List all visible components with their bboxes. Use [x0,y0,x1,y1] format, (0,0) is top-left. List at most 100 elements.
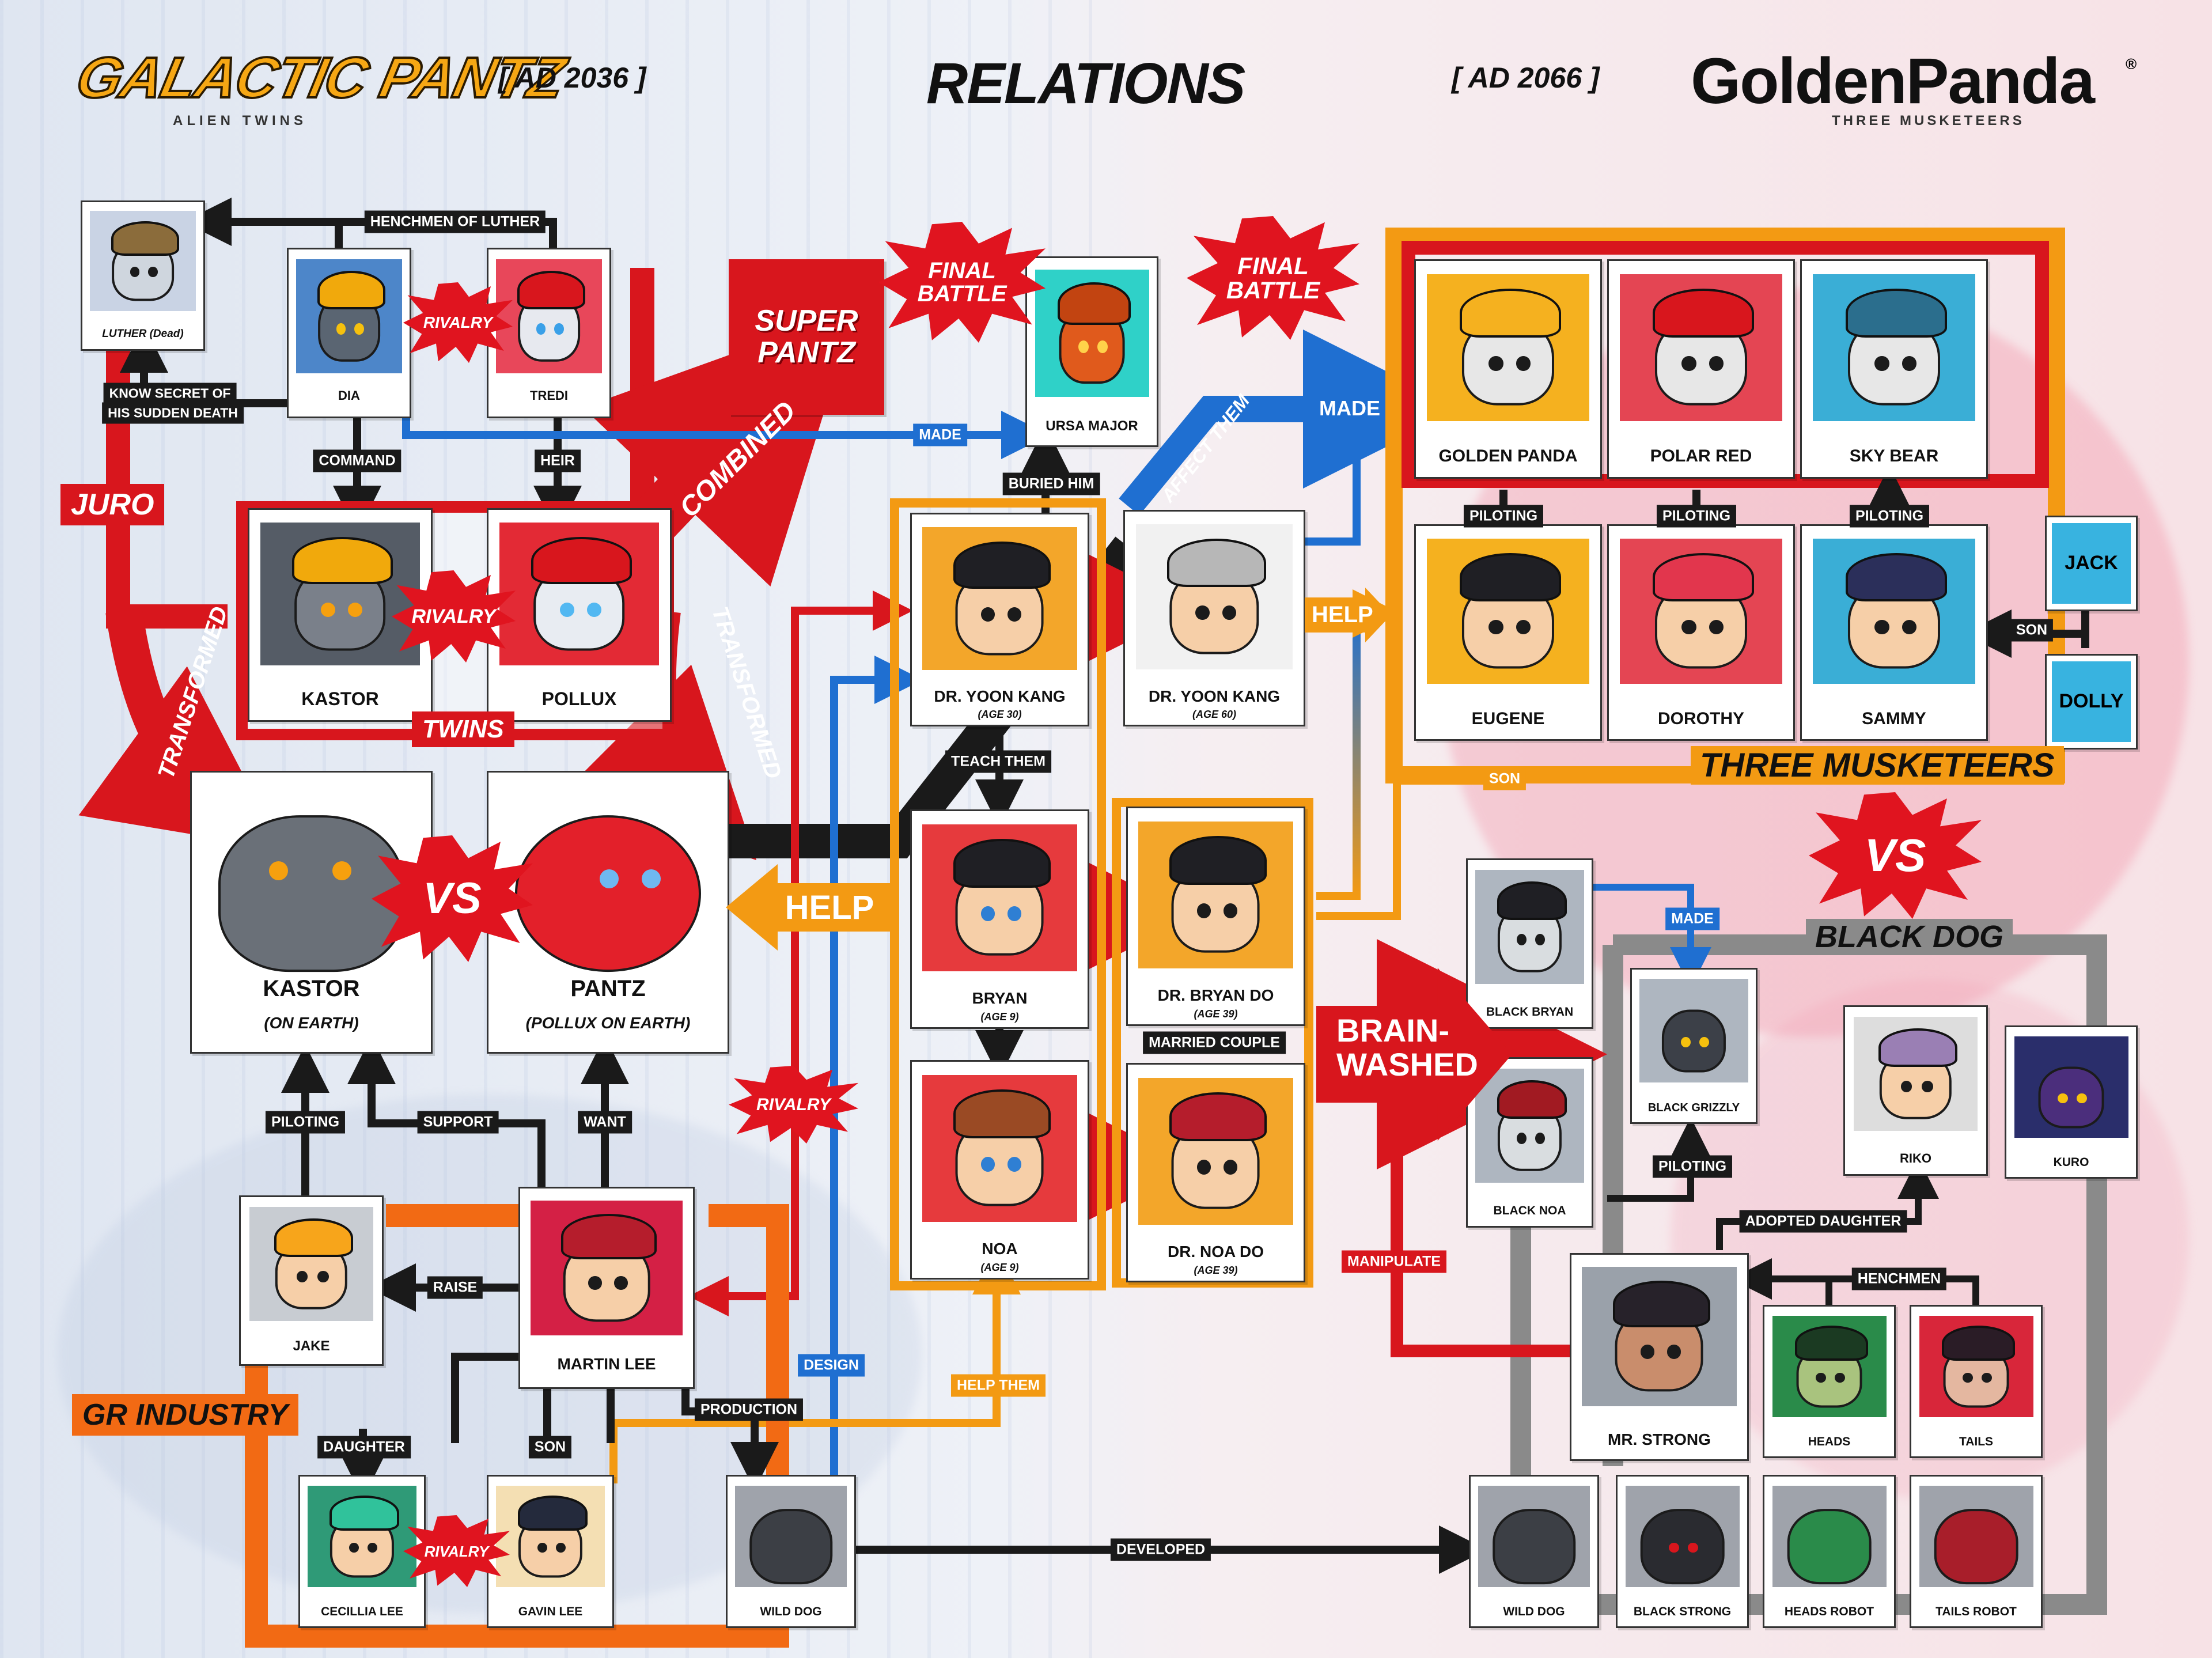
bryan-do-portrait [1138,821,1293,968]
character-card-luther[interactable]: LUTHER (Dead) [81,200,205,351]
dorothy-portrait [1620,539,1782,684]
relation-label: COMMAND [313,449,402,472]
character-card-pollux[interactable]: POLLUX [487,508,672,722]
three-musketeers-tag: THREE MUSKETEERS [1691,746,2064,785]
character-name: BLACK GRIZZLY [1647,1101,1740,1114]
character-name: JAKE [293,1338,330,1354]
relation-label: TEACH THEM [945,750,1051,773]
character-card-bryan[interactable]: BRYAN (AGE 9) [910,809,1089,1029]
yoon-kang-60-portrait [1135,524,1293,669]
character-card-gavin-lee[interactable]: GAVIN LEE [487,1475,614,1628]
character-card-martin-lee[interactable]: MARTIN LEE [518,1187,695,1389]
character-card-dorothy[interactable]: DOROTHY [1607,524,1795,741]
character-card-sky-bear[interactable]: SKY BEAR [1800,259,1988,479]
character-name: KURO [2053,1156,2089,1169]
character-name: HEADS ROBOT [1784,1605,1874,1618]
character-card-riko[interactable]: RIKO [1843,1005,1988,1176]
bryan-portrait [922,824,1077,971]
character-card-sammy[interactable]: SAMMY [1800,524,1988,741]
polar-red-portrait [1620,274,1782,421]
character-card-mr-strong[interactable]: MR. STRONG [1570,1253,1749,1461]
galactic-pantz-subtitle: ALIEN TWINS [173,113,307,128]
character-card-tails-robot[interactable]: TAILS ROBOT [1910,1475,2043,1628]
character-card-eugene[interactable]: EUGENE [1414,524,1602,741]
wild-dog-portrait [735,1485,847,1588]
character-card-kastor-earth[interactable]: KASTOR (ON EARTH) [190,771,433,1054]
character-card-noa[interactable]: NOA (AGE 9) [910,1060,1089,1280]
relation-label: DAUGHTER [317,1436,411,1459]
relation-label: SON [528,1436,572,1459]
character-name: DOLLY [2052,661,2131,743]
character-card-pantz[interactable]: PANTZ (POLLUX ON EARTH) [487,771,729,1054]
relation-label: HEIR [535,449,581,472]
character-name: DR. YOON KANG [934,687,1066,706]
character-age: (AGE 39) [1194,1008,1238,1020]
character-card-ursa-major[interactable]: URSA MAJOR [1025,256,1158,447]
relation-label: SON [2010,619,2054,642]
character-name: DIA [338,388,360,403]
character-name: JACK [2052,523,2131,604]
character-card-jake[interactable]: JAKE [239,1195,384,1366]
character-card-heads[interactable]: HEADS [1763,1305,1896,1458]
character-name: NOA [982,1240,1018,1258]
character-card-dolly[interactable]: DOLLY [2045,654,2138,749]
noa-do-portrait [1138,1077,1293,1225]
character-card-tails[interactable]: TAILS [1910,1305,2043,1458]
character-card-heads-robot[interactable]: HEADS ROBOT [1763,1475,1896,1628]
character-card-kuro[interactable]: KURO [2005,1025,2138,1179]
character-card-polar-red[interactable]: POLAR RED [1607,259,1795,479]
tails-portrait [1919,1315,2033,1418]
left-year: [ AD 2036 ] [498,62,646,94]
character-name: SKY BEAR [1849,446,1939,466]
noa-portrait [922,1074,1077,1222]
heads-portrait [1772,1315,1887,1418]
character-card-jack[interactable]: JACK [2045,516,2138,611]
tails-robot-portrait [1919,1485,2033,1588]
relation-label: HIS SUDDEN DEATH [102,402,244,424]
character-name: MR. STRONG [1608,1430,1711,1449]
relation-label: RAISE [427,1276,483,1299]
character-card-dia[interactable]: DIA [287,248,411,418]
cecillia-lee-portrait [307,1485,417,1588]
character-card-black-bryan[interactable]: BLACK BRYAN [1466,858,1593,1029]
character-card-black-noa[interactable]: BLACK NOA [1466,1057,1593,1228]
relation-label: DESIGN [798,1354,865,1377]
character-name: BLACK STRONG [1633,1605,1732,1618]
character-card-yoon-kang-30[interactable]: DR. YOON KANG (AGE 30) [910,513,1089,726]
eugene-portrait [1427,539,1589,684]
character-card-kastor[interactable]: KASTOR [248,508,433,722]
sky-bear-portrait [1813,274,1975,421]
character-age: (AGE 9) [980,1261,1019,1273]
relation-label: MANIPULATE [1341,1250,1447,1273]
luther-portrait [89,211,196,311]
character-card-black-grizzly[interactable]: BLACK GRIZZLY [1630,968,1758,1124]
character-age: (AGE 30) [978,708,1022,720]
black-bryan-portrait [1475,870,1585,984]
character-name: PANTZ [570,975,646,1001]
character-name: TAILS ROBOT [1936,1605,2017,1618]
pollux-portrait [499,522,660,666]
super-pantz-card[interactable]: SUPER PANTZ [729,259,884,415]
character-card-wild-dog[interactable]: WILD DOG [726,1475,856,1628]
character-card-noa-do[interactable]: DR. NOA DO (AGE 39) [1126,1063,1305,1282]
character-name: WILD DOG [1503,1605,1565,1618]
character-name: KASTOR [301,688,379,709]
yoon-kang-30-portrait [922,527,1077,671]
relation-label: KNOW SECRET OF [103,383,237,404]
character-name: URSA MAJOR [1046,418,1138,434]
kastor-earth-portrait [206,789,417,979]
character-subtitle: (ON EARTH) [264,1014,359,1032]
character-card-wild-dog-2[interactable]: WILD DOG [1469,1475,1599,1628]
dia-portrait [296,259,403,373]
right-year: [ AD 2066 ] [1452,62,1600,94]
character-card-cecillia-lee[interactable]: CECILLIA LEE [298,1475,426,1628]
character-card-black-strong[interactable]: BLACK STRONG [1616,1475,1749,1628]
gavin-lee-portrait [495,1485,605,1588]
character-card-bryan-do[interactable]: DR. BRYAN DO (AGE 39) [1126,807,1305,1026]
character-card-golden-panda[interactable]: GOLDEN PANDA [1414,259,1602,479]
relation-label: SON [1483,767,1527,790]
character-age: (AGE 60) [1192,708,1237,720]
relation-label: HELP THEM [951,1374,1046,1397]
character-card-yoon-kang-60[interactable]: DR. YOON KANG (AGE 60) [1123,510,1305,726]
character-card-tredi[interactable]: TREDI [487,248,611,418]
